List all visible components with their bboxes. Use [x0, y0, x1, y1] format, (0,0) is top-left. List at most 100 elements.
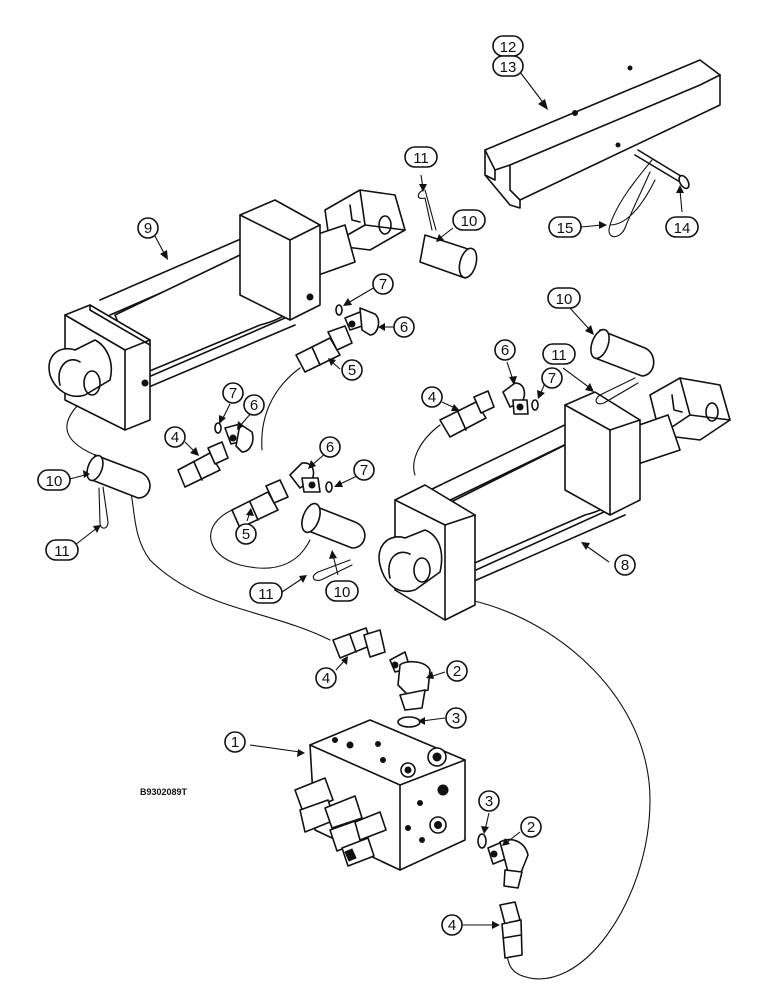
- cotter-pin-11-right: [595, 377, 639, 405]
- callout-8: 8: [614, 554, 636, 576]
- callout-label: 15: [557, 220, 574, 237]
- callout-label: 11: [551, 347, 567, 364]
- hose-end-4-right: [439, 390, 495, 438]
- callout-14: 14: [665, 216, 699, 238]
- hose-fitting5-loop: [210, 509, 311, 569]
- hose-end-5-upper: [295, 325, 353, 373]
- callout-label: 10: [334, 584, 351, 601]
- callout-11-upper: 11: [404, 146, 438, 168]
- callout-5-upper: 5: [341, 359, 363, 381]
- callout-10-right: 10: [547, 287, 581, 309]
- hose-end-5-center: [231, 479, 289, 529]
- elbow-2-upper: [389, 651, 431, 711]
- hose-cyl9-fitting5: [261, 367, 301, 451]
- callout-label: 6: [400, 319, 408, 336]
- callout-3-upper: 3: [445, 707, 467, 729]
- callout-11-right: 11: [542, 343, 576, 365]
- callout-label: 3: [485, 793, 493, 810]
- callout-11-center: 11: [249, 582, 283, 604]
- callout-label: 7: [379, 276, 387, 293]
- callout-label: 10: [46, 473, 63, 490]
- callout-label: 9: [144, 220, 152, 237]
- o-ring-3-lower: [477, 833, 487, 849]
- o-ring-3-upper: [397, 716, 421, 728]
- callout-label: 4: [428, 389, 436, 406]
- leader-lines: [65, 71, 684, 929]
- hose-cyl8-left: [413, 424, 441, 476]
- callout-label: 1: [231, 734, 239, 751]
- cotter-pin-11-center: [312, 559, 353, 581]
- elbow-6-center: [289, 462, 321, 493]
- callout-label: 6: [250, 397, 258, 414]
- callout-4-right: 4: [421, 386, 443, 408]
- callout-label: 11: [413, 150, 429, 167]
- o-ring-7-upper: [335, 304, 343, 316]
- callout-label: 11: [54, 543, 70, 560]
- callout-10-upper: 10: [452, 209, 486, 231]
- hose-end-4-valve-upper: [332, 627, 386, 659]
- callout-2-lower: 2: [520, 816, 542, 838]
- hose-end-4-valve-lower: [499, 901, 523, 959]
- callout-7-center: 7: [353, 459, 375, 481]
- figure-reference-code: B9302089T: [140, 787, 188, 797]
- callout-label: 5: [348, 362, 356, 379]
- elbow-6-upper: [344, 307, 380, 336]
- pin-14: [634, 149, 690, 190]
- hydraulic-cylinder-8: [378, 377, 731, 621]
- callout-label: 4: [448, 917, 456, 934]
- callout-11-left: 11: [45, 539, 79, 561]
- elbow-6-left: [224, 423, 254, 453]
- callout-5-center: 5: [235, 523, 257, 545]
- o-ring-7-center: [325, 481, 333, 493]
- callout-13: 13: [492, 55, 524, 77]
- callout-7-upper: 7: [372, 273, 394, 295]
- callout-label: 14: [674, 220, 691, 237]
- callout-3-lower: 3: [478, 790, 500, 812]
- pin-10-right: [590, 328, 655, 377]
- callout-4-valve-upper: 4: [315, 667, 337, 689]
- callout-label: 10: [556, 291, 573, 308]
- cotter-pin-11-upper: [417, 189, 437, 231]
- o-ring-7-left: [214, 422, 222, 434]
- callout-12: 12: [492, 35, 524, 57]
- elbow-2-lower: [487, 838, 529, 889]
- callout-label: 3: [452, 710, 460, 727]
- callout-label: 12: [500, 39, 517, 56]
- callout-1: 1: [224, 731, 246, 753]
- callout-10-center: 10: [325, 580, 359, 602]
- callout-10-left: 10: [37, 469, 71, 491]
- callout-label: 4: [171, 429, 179, 446]
- callout-9: 9: [137, 217, 159, 239]
- callout-label: 7: [360, 462, 368, 479]
- callout-6-upper: 6: [393, 316, 415, 338]
- callout-label: 7: [229, 385, 237, 402]
- callout-label: 7: [548, 370, 556, 387]
- callout-label: 4: [322, 670, 330, 687]
- pin-10-upper: [419, 234, 478, 279]
- callout-label: 6: [501, 342, 509, 359]
- callout-label: 8: [621, 557, 629, 574]
- hose-cyl9-to-valve: [66, 389, 331, 641]
- callout-7-left: 7: [222, 382, 244, 404]
- hose-cyl8-to-valve: [469, 599, 651, 980]
- valve-block-1: [294, 719, 466, 871]
- hydraulic-cylinder-9: [48, 189, 406, 431]
- hose-end-4-left: [177, 441, 229, 488]
- callout-2-upper: 2: [446, 660, 468, 682]
- cotter-pin-11-left: [98, 486, 109, 529]
- channel-bracket: [484, 59, 721, 209]
- hoses: [66, 367, 651, 980]
- callout-label: 2: [527, 819, 535, 836]
- callout-label: 5: [242, 526, 250, 543]
- callout-4-left: 4: [164, 426, 186, 448]
- callout-7-right: 7: [541, 367, 563, 389]
- callout-6-center: 6: [319, 436, 341, 458]
- callout-15: 15: [548, 216, 582, 238]
- callout-label: 11: [258, 586, 274, 603]
- callout-4-valve-lower: 4: [441, 914, 463, 936]
- callout-6-right: 6: [494, 339, 516, 361]
- pin-10-left: [86, 454, 151, 499]
- elbow-6-right: [502, 382, 529, 415]
- o-ring-7-right: [531, 399, 539, 411]
